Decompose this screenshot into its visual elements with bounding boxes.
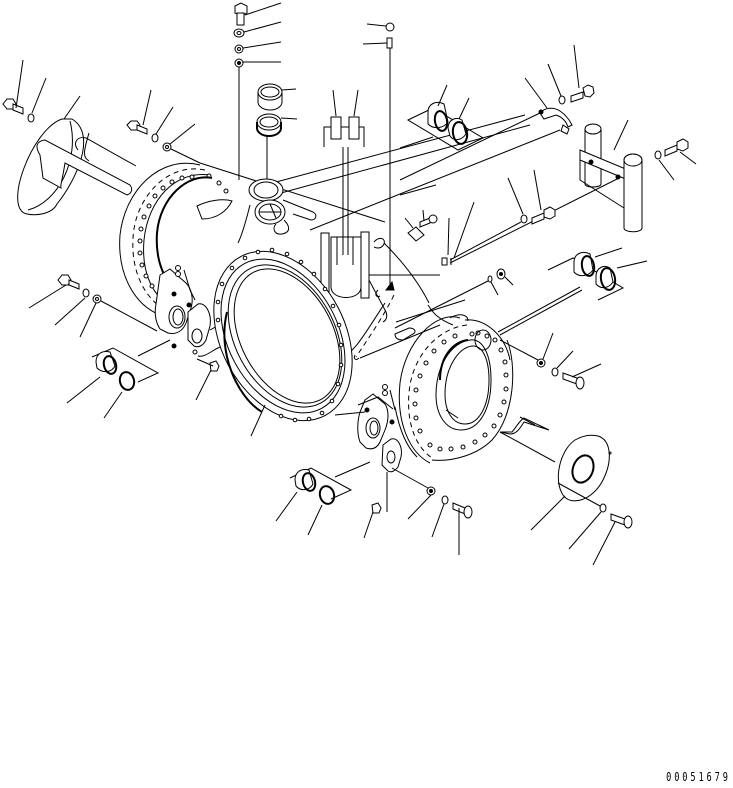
bolt-small	[419, 209, 438, 228]
bushing-top-1	[257, 83, 297, 111]
bolt-top-center	[234, 2, 282, 26]
plate-small	[404, 217, 425, 242]
bolt-left-cover	[2, 59, 24, 115]
bolt-right	[562, 363, 602, 390]
washer-top-center	[233, 21, 282, 38]
left-flange-bolt-holes	[137, 173, 229, 296]
bolt-right-cover	[592, 513, 633, 566]
right-flange-bolt-holes	[412, 330, 509, 452]
shaft-line	[497, 286, 583, 336]
bolt-bracket	[664, 138, 697, 165]
plug-small	[441, 201, 475, 266]
nut-right-2	[499, 332, 554, 368]
cover-left	[17, 95, 137, 216]
nut-top-center	[234, 58, 281, 180]
bushing-pair-left	[66, 339, 171, 419]
washer-left-pivot	[54, 288, 90, 326]
grease-nipple-top-right	[366, 22, 395, 32]
nut-left-pivot	[79, 294, 158, 338]
washer-left-cover	[27, 77, 47, 123]
bolt-lower-center	[452, 502, 473, 555]
bushing-pair-upper-right	[399, 84, 485, 151]
washer-top-center-2	[234, 41, 282, 54]
washer-right	[551, 350, 574, 377]
washer-left-housing	[151, 106, 174, 143]
nipple-right	[394, 275, 499, 329]
pin-left	[195, 358, 220, 401]
pipe-bend	[399, 77, 573, 181]
figure-number: 00051679	[666, 770, 731, 784]
gasket-bolt-holes	[215, 247, 344, 423]
bushing-pair-lower-center	[275, 461, 371, 536]
bracket-tube	[449, 119, 643, 264]
pin-lower-center	[363, 472, 388, 539]
bolt-pipe	[570, 44, 595, 103]
nut-lower-center	[391, 467, 436, 520]
nut-left-housing	[162, 123, 201, 164]
washer-pipe	[547, 63, 566, 105]
nut-bracket-left	[171, 343, 177, 349]
shim-pair-top	[323, 89, 365, 255]
cover-right	[499, 416, 612, 531]
washer-right-cover	[568, 503, 607, 550]
bushing-top-2	[256, 113, 298, 180]
bolt-left-pivot	[28, 274, 80, 309]
bolt-left-housing	[126, 89, 152, 135]
washer-bracket	[654, 150, 675, 181]
bolt-middle-right	[531, 169, 556, 225]
nut-right	[496, 268, 514, 286]
bushing-pair-lower-right	[547, 247, 648, 301]
washer-middle-right	[449, 177, 528, 261]
gasket-ring-center	[213, 247, 366, 437]
axle-housing	[119, 114, 561, 473]
washer-lower-center	[431, 495, 449, 538]
